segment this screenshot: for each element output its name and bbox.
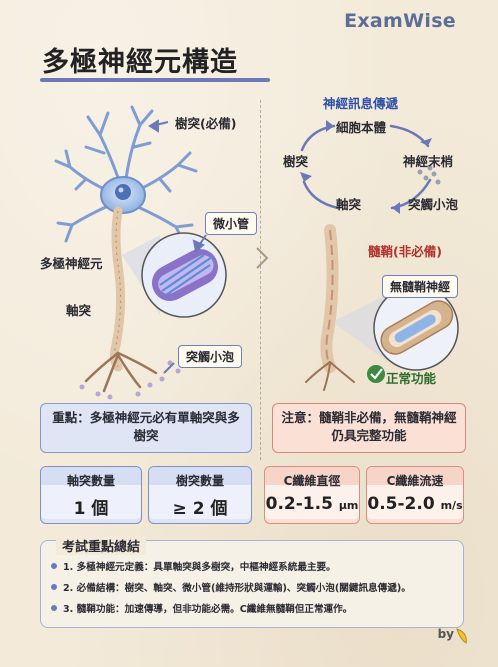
label-microtubule: 微小管 [205,212,258,235]
label-normal-function: 正常功能 [386,371,437,386]
summary-box: 1. 多極神經元定義：具單軸突與多樹突，中樞神經系統最主要。 2. 必備結構：樹… [40,540,464,628]
stat-dendrite-count: 樹突數量 ≥ 2 個 [148,466,252,524]
key-point-note: 重點：多極神經元必有單軸突與多樹突 [40,403,252,453]
myelin-illustration [305,224,459,391]
stat-value: 0.2-1.5 [265,494,333,514]
banana-icon [456,628,467,644]
stat-label: 樹突數量 [175,474,224,488]
stat-label: 軸突數量 [66,474,115,488]
summary-item: 1. 多極神經元定義：具單軸突與多樹突，中樞神經系統最主要。 [51,559,411,573]
label-dendrite: 樹突(必備) [175,116,237,131]
cycle-nerve-terminal: 神經末梢 [403,154,454,169]
summary-title: 考試重點總結 [56,536,147,555]
cycle-dendrite: 樹突 [283,154,309,169]
stat-c-fiber-speed: C纖維流速 0.5-2.0 m/s [366,466,464,524]
bullet-icon [51,584,57,590]
panel-divider [260,100,261,460]
label-axon: 軸突 [66,303,92,318]
page-title: 多極神經元構造 [42,47,238,78]
label-synaptic-vesicle: 突觸小泡 [178,345,243,368]
footer-by: by [437,627,454,641]
stat-unit: m/s [440,499,463,512]
label-unmyelinated-nerve: 無髓鞘神經 [382,275,459,298]
label-myelin: 髓鞘(非必備) [368,244,442,259]
cycle-cell-body: 細胞本體 [336,120,387,135]
cycle-title: 神經訊息傳遞 [323,96,399,111]
cycle-arrows [300,120,441,214]
stat-value: 1 個 [73,499,109,519]
cycle-axon: 軸突 [336,197,362,212]
stat-axon-count: 軸突數量 1 個 [40,466,142,524]
bullet-icon [51,605,57,611]
stat-label: C纖維流速 [386,474,444,488]
stat-value: 0.5-2.0 [367,494,435,514]
summary-item: 2. 必備結構：樹突、軸突、微小管(維持形狀與運輸)、突觸小泡(關鍵訊息傳遞)。 [51,580,411,594]
bullet-icon [51,563,57,569]
brand-logo: ExamWise [344,10,456,32]
caution-note: 注意：髓鞘非必備，無髓鞘神經仍具完整功能 [272,403,466,453]
stat-label: C纖維直徑 [283,474,341,488]
neuron-illustration [54,105,227,400]
cycle-synaptic-vesicle: 突觸小泡 [408,197,459,212]
stat-c-fiber-diameter: C纖維直徑 0.2-1.5 μm [264,466,360,524]
stat-value: ≥ 2 個 [172,499,228,519]
chevron-right-icon [256,247,269,269]
summary-item: 3. 髓鞘功能：加速傳導，但非功能必需。C纖維無髓鞘但正常運作。 [51,601,411,615]
label-multipolar-neuron: 多極神經元 [40,256,103,271]
title-underline [40,78,270,82]
stat-unit: μm [338,499,359,512]
